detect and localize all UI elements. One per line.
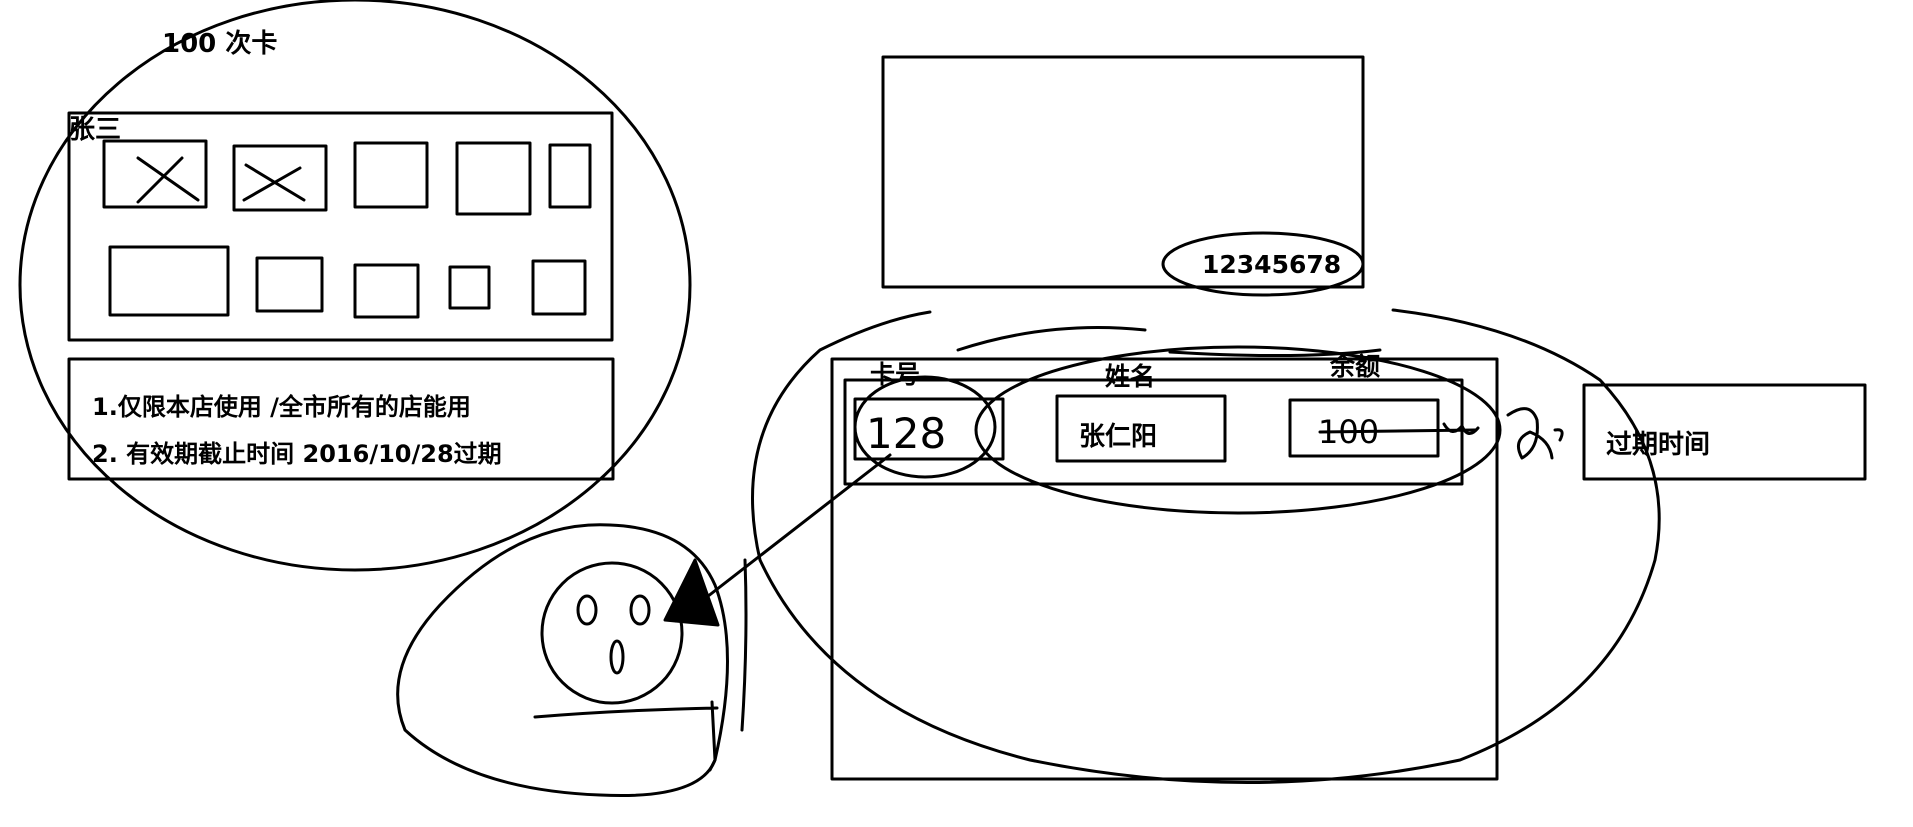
punch-slot[interactable] [255,256,324,313]
user-face [540,561,684,705]
pointer-line [674,453,892,623]
name-field[interactable] [1055,394,1227,463]
record-header-row [843,378,1464,486]
rule-line-2: 2. 有效期截止时间 2016/10/28过期 [92,440,502,468]
card-display-number: 12345678 [1202,250,1341,279]
card-number-highlight [1161,231,1365,297]
card-display-box [881,55,1365,289]
balance-strike-scribble [1318,422,1480,435]
user-figure [396,453,892,798]
card-title: 100 次卡 [162,29,277,59]
header-highlight-ellipse [974,345,1502,515]
expiry-label: 过期时间 [1606,430,1710,460]
punch-slot[interactable] [455,141,532,216]
card-no-highlight [853,375,997,479]
punch-slot-used [102,139,208,209]
card-mockup: 100 次卡 张三 1.仅限本店使用 /全市所有的店能用 2. 有效期截止时间 … [18,0,692,572]
punch-grid-box [67,111,614,342]
balance-field[interactable] [1288,398,1440,458]
user-mouth [609,639,625,675]
punch-slot[interactable] [448,265,491,310]
user-left-eye [576,594,598,626]
scribble-squiggle [1506,407,1564,460]
rule-line-1: 1.仅限本店使用 /全市所有的店能用 [92,393,471,421]
record-blob-outline [751,308,1661,784]
card-display: 12345678 [881,55,1365,297]
pointer-tip-icon [663,558,720,627]
punch-slot[interactable] [548,143,592,209]
punch-slot-used [232,144,328,212]
user-right-eye [629,594,651,626]
card-no-label: 卡号 [870,360,920,389]
punch-slot[interactable] [531,259,587,316]
record-window: 卡号 姓名 余额 128 张仁阳 100 [830,345,1564,781]
blob-tail [740,558,748,732]
cross-mark-icon [136,156,200,204]
name-label: 姓名 [1105,362,1155,391]
name-value: 张仁阳 [1079,422,1157,452]
punch-slot[interactable] [108,245,230,317]
punch-slot[interactable] [353,263,420,319]
punch-slot[interactable] [353,141,429,209]
cross-mark-icon [242,163,306,202]
user-desk-line [533,700,719,772]
card-no-value: 128 [866,409,946,458]
expiry-field[interactable] [1582,383,1867,481]
rules-box [67,357,615,481]
card-outline-ellipse [18,0,692,572]
expiry-panel: 过期时间 [1582,383,1867,481]
